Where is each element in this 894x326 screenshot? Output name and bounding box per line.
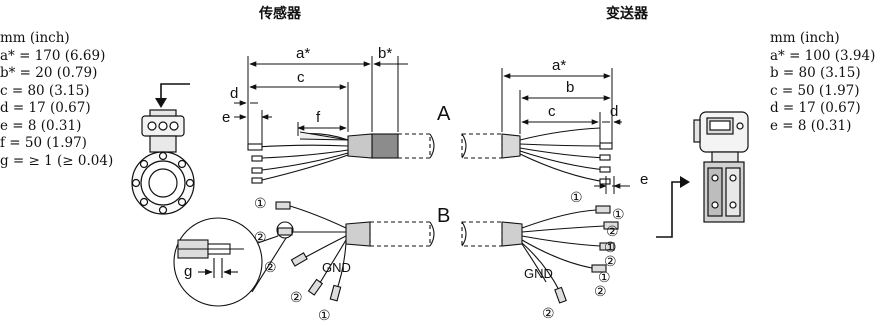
transmitter-label-d: d bbox=[610, 103, 618, 120]
sensor-wire-mark-1a: ① bbox=[254, 195, 267, 211]
diagram-labels: A B a* b* c d e f g a* b c d e ① ② ② ② ①… bbox=[184, 45, 648, 323]
transmitter-wire-mark-1a: ① bbox=[570, 189, 583, 205]
transmitter-wire-mark-1d: ① bbox=[598, 269, 611, 285]
sensor-dim-d: d = 17 (0.67) bbox=[0, 100, 91, 116]
sensor-dim-c: c = 80 (3.15) bbox=[0, 82, 90, 99]
sensor-ferrule-zoom bbox=[173, 217, 294, 307]
sensor-dimension-table: mm (inch) a* = 170 (6.69) b* = 20 (0.79)… bbox=[0, 30, 113, 170]
transmitter-wire-mark-2a: ② bbox=[606, 223, 619, 239]
row-b-label: B bbox=[437, 205, 450, 227]
transmitter-label-a-star: a* bbox=[552, 57, 566, 74]
sensor-gnd-label: GND bbox=[322, 260, 351, 275]
transmitter-wire-mark-2d: ② bbox=[542, 305, 555, 321]
transmitter-label-b: b bbox=[566, 79, 574, 96]
sensor-dim-g: g = ≥ 1 (≥ 0.04) bbox=[0, 152, 114, 169]
transmitter-wire-mark-1c: ① bbox=[604, 239, 617, 255]
transmitter-wire-mark-2c: ② bbox=[594, 283, 607, 299]
sensor-label-g: g bbox=[184, 263, 192, 280]
transmitter-dim-e: e = 8 (0.31) bbox=[770, 117, 852, 134]
sensor-wire-mark-1b: ① bbox=[318, 307, 331, 323]
sensor-cable-b bbox=[275, 201, 435, 302]
sensor-heading: 传感器 bbox=[259, 6, 301, 22]
sensor-dim-e: e = 8 (0.31) bbox=[0, 117, 82, 134]
transmitter-gnd-label: GND bbox=[524, 266, 553, 281]
sensor-label-b-star: b* bbox=[378, 45, 392, 62]
transmitter-wire-mark-2b: ② bbox=[604, 253, 617, 269]
sensor-wire-mark-2c: ② bbox=[290, 289, 303, 305]
transmitter-label-c: c bbox=[548, 103, 556, 120]
sensor-device-illustration bbox=[131, 83, 195, 215]
transmitter-dim-a: a* = 100 (3.94) bbox=[770, 47, 876, 64]
sensor-cable-a bbox=[247, 131, 435, 184]
sensor-label-e: e bbox=[222, 109, 230, 126]
transmitter-heading: 变送器 bbox=[606, 6, 648, 22]
sensor-dim-a: a* = 170 (6.69) bbox=[0, 47, 106, 64]
transmitter-dim-d: d = 17 (0.67) bbox=[770, 100, 861, 116]
sensor-label-a-star: a* bbox=[296, 45, 310, 62]
sensor-dim-f: f = 50 (1.97) bbox=[0, 135, 87, 151]
sensor-label-d: d bbox=[230, 85, 238, 102]
sensor-wire-mark-2b: ② bbox=[264, 259, 277, 275]
transmitter-label-e: e bbox=[640, 171, 648, 188]
sensor-unit: mm (inch) bbox=[0, 30, 70, 46]
transmitter-dim-c: c = 50 (1.97) bbox=[770, 82, 860, 99]
transmitter-cable-a bbox=[461, 127, 613, 185]
transmitter-wire-mark-1b: ① bbox=[612, 206, 625, 222]
transmitter-unit: mm (inch) bbox=[770, 30, 840, 46]
transmitter-device-illustration bbox=[656, 111, 749, 238]
sensor-label-c: c bbox=[297, 69, 305, 86]
transmitter-dimension-lines bbox=[501, 68, 630, 194]
row-a-label: A bbox=[437, 103, 451, 125]
transmitter-cable-b bbox=[461, 205, 619, 304]
transmitter-dim-b: b = 80 (3.15) bbox=[770, 65, 861, 81]
transmitter-dimension-table: mm (inch) a* = 100 (3.94) b = 80 (3.15) … bbox=[770, 30, 875, 135]
sensor-wire-mark-2a: ② bbox=[254, 229, 267, 245]
sensor-dim-b: b* = 20 (0.79) bbox=[0, 65, 98, 81]
sensor-dimension-lines bbox=[234, 56, 408, 148]
sensor-label-f: f bbox=[316, 109, 321, 126]
